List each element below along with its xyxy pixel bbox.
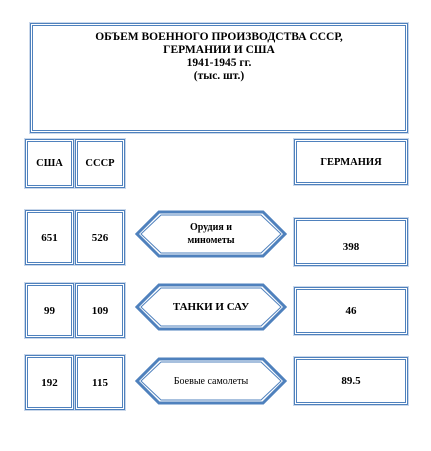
title-line-4: (тыс. шт.)	[193, 70, 245, 82]
title-line-2: ГЕРМАНИИ И США	[163, 44, 275, 56]
header-ussr: СССР	[75, 139, 125, 188]
title-line-1: ОБЪЕМ ВОЕННОГО ПРОИЗВОДСТВА СССР,	[95, 31, 343, 43]
row-1-ussr-value: 526	[75, 210, 125, 265]
header-germany: ГЕРМАНИЯ	[294, 139, 408, 185]
row-3-germany-value: 89.5	[294, 357, 408, 405]
hexagon-shape	[135, 283, 287, 331]
row-1-category-label: Орудия и минометы	[187, 222, 235, 246]
title-line-3: 1941-1945 гг.	[186, 57, 252, 69]
row-2-usa-value: 99	[25, 283, 74, 338]
row-1-germany-value: 398	[294, 218, 408, 266]
hexagon-shape	[135, 210, 287, 258]
row-2-ussr-value: 109	[75, 283, 125, 338]
row-3-category-label: Боевые самолеты	[173, 375, 249, 387]
title-box: ОБЪЕМ ВОЕННОГО ПРОИЗВОДСТВА СССР, ГЕРМАН…	[30, 23, 408, 133]
row-3-ussr-value: 115	[75, 355, 125, 410]
row-1-category: Орудия и минометы	[135, 210, 287, 258]
header-usa: США	[25, 139, 74, 188]
diagram-title: ОБЪЕМ ВОЕННОГО ПРОИЗВОДСТВА СССР, ГЕРМАН…	[95, 31, 343, 83]
row-3-usa-value: 192	[25, 355, 74, 410]
row-2-category-label: ТАНКИ И САУ	[172, 300, 250, 313]
row-1-usa-value: 651	[25, 210, 74, 265]
row-2-category: ТАНКИ И САУ	[135, 283, 287, 331]
row-3-category: Боевые самолеты	[135, 357, 287, 405]
row-2-germany-value: 46	[294, 287, 408, 335]
hexagon-shape	[135, 357, 287, 405]
